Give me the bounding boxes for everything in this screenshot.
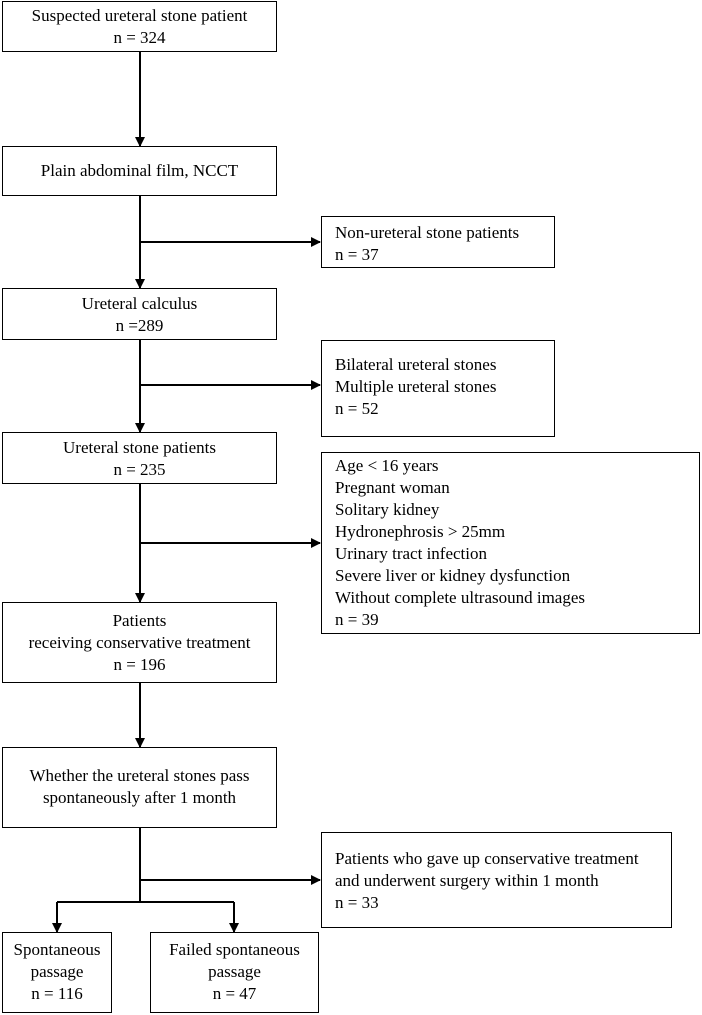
- box-spontaneous: Spontaneous passage n = 116: [2, 932, 112, 1013]
- gave-up-line-2: and underwent surgery within 1 month: [335, 871, 599, 890]
- exclusion-hydronephrosis: Hydronephrosis > 25mm: [335, 522, 506, 541]
- box-ureteral-patients: Ureteral stone patients n = 235: [2, 432, 277, 484]
- exclusion-solitary-kidney: Solitary kidney: [335, 500, 440, 519]
- box-bilateral: Bilateral ureteral stones Multiple urete…: [321, 340, 555, 437]
- exclusion-age: Age < 16 years: [335, 456, 439, 475]
- spontaneous-line-1: Spontaneous: [13, 940, 101, 959]
- box-ureteral-calculus: Ureteral calculus n =289: [2, 288, 277, 340]
- bilateral-line-1: Bilateral ureteral stones: [335, 355, 497, 374]
- exclusion-pregnant: Pregnant woman: [335, 478, 450, 497]
- conservative-line-2: receiving conservative treatment: [28, 633, 251, 652]
- spontaneous-count: n = 116: [31, 984, 83, 1003]
- ureteral-calculus-count: n =289: [115, 316, 164, 335]
- box-gave-up: Patients who gave up conservative treatm…: [321, 832, 672, 928]
- box-non-ureteral: Non-ureteral stone patients n = 37: [321, 216, 555, 268]
- exclusion-uti: Urinary tract infection: [335, 544, 487, 563]
- non-ureteral-line-1: Non-ureteral stone patients: [335, 223, 520, 242]
- box-imaging: Plain abdominal film, NCCT: [2, 146, 277, 196]
- whether-pass-line-2: spontaneously after 1 month: [42, 788, 237, 807]
- exclusion-ultrasound: Without complete ultrasound images: [335, 588, 586, 607]
- non-ureteral-count: n = 37: [335, 245, 379, 264]
- spontaneous-line-2: passage: [30, 962, 84, 981]
- suspected-count: n = 324: [113, 28, 166, 47]
- box-conservative: Patients receiving conservative treatmen…: [2, 602, 277, 683]
- failed-line-2: passage: [208, 962, 261, 981]
- whether-pass-line-1: Whether the ureteral stones pass: [29, 766, 250, 785]
- ureteral-patients-line-1: Ureteral stone patients: [63, 438, 216, 457]
- box-suspected: Suspected ureteral stone patient n = 324: [2, 1, 277, 52]
- box-whether-pass: Whether the ureteral stones pass spontan…: [2, 747, 277, 828]
- box-failed: Failed spontaneous passage n = 47: [150, 932, 319, 1013]
- conservative-count: n = 196: [113, 655, 166, 674]
- bilateral-count: n = 52: [335, 399, 379, 418]
- imaging-line-1: Plain abdominal film, NCCT: [40, 161, 239, 180]
- ureteral-patients-count: n = 235: [113, 460, 166, 479]
- failed-line-1: Failed spontaneous: [169, 940, 300, 959]
- suspected-line-1: Suspected ureteral stone patient: [31, 6, 248, 25]
- gave-up-count: n = 33: [335, 893, 379, 912]
- failed-count: n = 47: [212, 984, 257, 1003]
- box-exclusions: Age < 16 years Pregnant woman Solitary k…: [321, 452, 700, 634]
- bilateral-line-2: Multiple ureteral stones: [335, 377, 497, 396]
- gave-up-line-1: Patients who gave up conservative treatm…: [335, 849, 639, 868]
- conservative-line-1: Patients: [112, 611, 167, 630]
- ureteral-calculus-line-1: Ureteral calculus: [81, 294, 198, 313]
- exclusion-dysfunction: Severe liver or kidney dysfunction: [335, 566, 571, 585]
- exclusions-count: n = 39: [335, 610, 379, 629]
